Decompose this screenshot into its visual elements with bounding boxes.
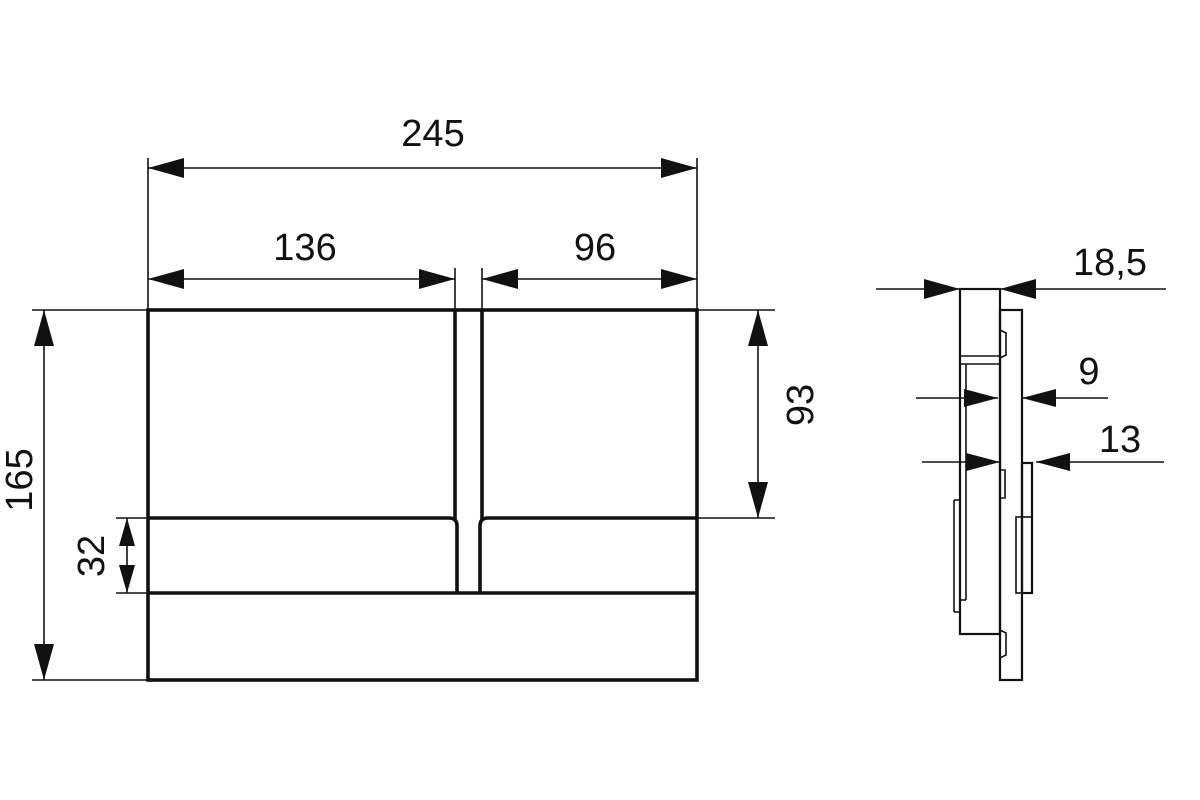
- arrowhead: [1000, 279, 1036, 299]
- dim-right-section-width: 96: [481, 227, 697, 310]
- dim-overall-width: 245: [147, 113, 698, 310]
- arrowhead: [482, 269, 518, 289]
- arrowhead: [34, 310, 54, 346]
- dim-label-side-total: 18,5: [1073, 242, 1147, 284]
- arrowhead: [119, 518, 135, 546]
- dim-left-section-width: 136: [148, 227, 456, 310]
- dim-side-depth-a: 9: [916, 351, 1108, 407]
- dim-upper-height: 93: [697, 309, 822, 519]
- arrowhead: [924, 279, 960, 299]
- arrowhead: [748, 482, 768, 518]
- arrowhead: [966, 453, 1000, 471]
- mounting-clip: [999, 329, 1007, 359]
- dim-label-overall-height: 165: [0, 448, 41, 511]
- dim-label-overall-width: 245: [401, 113, 464, 155]
- arrowhead: [119, 565, 135, 593]
- dim-label-upper-height: 93: [780, 384, 822, 426]
- arrowhead: [1036, 453, 1070, 471]
- dim-label-side-a: 9: [1078, 351, 1099, 393]
- arrowhead: [661, 269, 697, 289]
- cover-plate-profile: [998, 308, 1024, 682]
- dim-label-right-width: 96: [574, 227, 616, 269]
- dim-side-total-depth: 18,5: [876, 242, 1166, 299]
- arrowhead: [148, 269, 184, 289]
- arrowhead: [1022, 389, 1056, 407]
- dim-overall-height: 165: [0, 309, 148, 681]
- dim-label-side-b: 13: [1099, 419, 1141, 461]
- button-profile: [1020, 461, 1034, 595]
- arrowhead: [148, 158, 184, 178]
- dim-button-height: 32: [71, 517, 148, 594]
- left-flush-button: [148, 516, 459, 593]
- arrowhead: [419, 269, 455, 289]
- dim-label-button-height: 32: [71, 535, 113, 577]
- front-view: [146, 308, 699, 682]
- arrowhead: [964, 389, 998, 407]
- arrowhead: [34, 644, 54, 680]
- arrowhead: [661, 158, 697, 178]
- side-view: [953, 287, 1034, 682]
- right-flush-button: [478, 516, 697, 593]
- plate-outline: [146, 308, 699, 682]
- mounting-clip: [999, 629, 1007, 659]
- dim-label-left-width: 136: [273, 227, 336, 269]
- arrowhead: [748, 310, 768, 346]
- dim-side-depth-b: 13: [922, 419, 1164, 471]
